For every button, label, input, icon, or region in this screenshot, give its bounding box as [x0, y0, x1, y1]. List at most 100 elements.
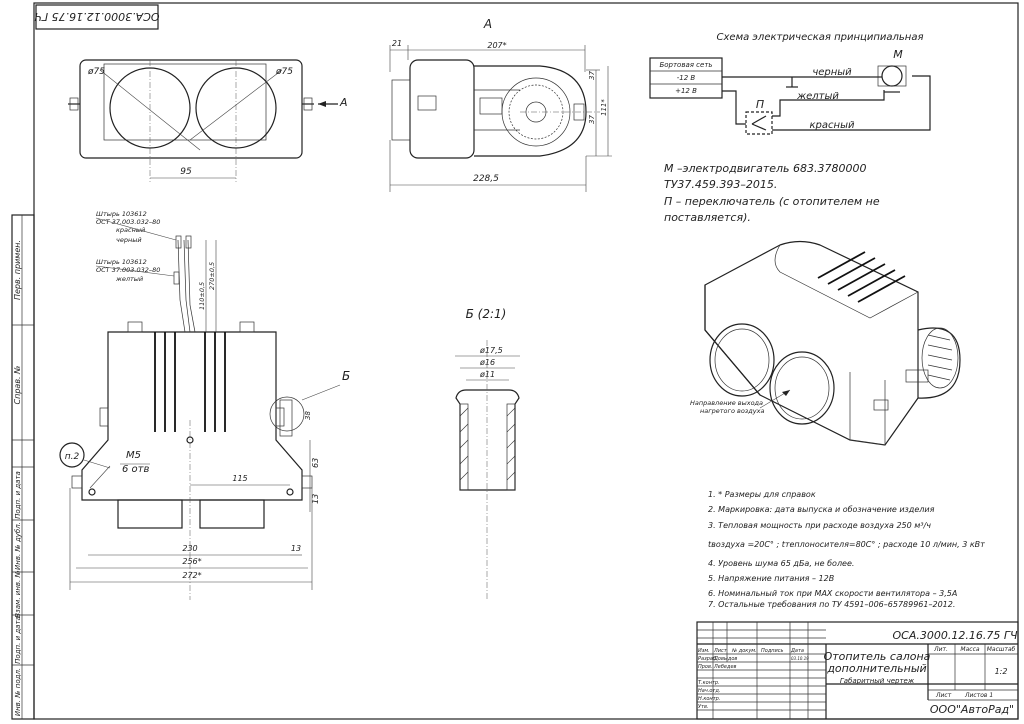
- strip-podp1: Подп. и дата: [14, 471, 22, 519]
- tb-doc-type: Габаритный чертеж: [840, 677, 915, 685]
- tb-col-date: Дата: [790, 648, 804, 654]
- top-dim-21: 21: [392, 39, 402, 48]
- tb-name1: Отопитель салона: [824, 650, 931, 663]
- top-dim-207: 207*: [487, 41, 506, 50]
- tb-prov-name: Лебедев: [713, 664, 737, 670]
- note-1: 1. * Размеры для справок: [708, 490, 816, 499]
- tb-utv: Утв.: [698, 704, 709, 710]
- tb-name2: дополнительный: [826, 662, 926, 675]
- strip-perv: Перв. примен.: [13, 240, 22, 300]
- front-dia-right: ø75: [275, 67, 293, 77]
- schematic-minus: -12 В: [677, 74, 696, 82]
- side-view: Штырь 103612 ОСТ 37.003.032–80 красный ч…: [59, 210, 350, 600]
- top-stamp: ОСА.3000.12.16.75 ГЧ: [34, 4, 160, 30]
- left-side-strip: Перв. примен. Справ. № Подп. и дата Инв.…: [11, 214, 35, 720]
- top-stamp-text: ОСА.3000.12.16.75 ГЧ: [34, 10, 159, 23]
- tb-col-doc: № докум.: [731, 648, 757, 654]
- electrical-schematic: Схема электрическая принципиальная Борто…: [649, 32, 931, 135]
- section-b: Б (2:1) ø17,5 ø16 ø11: [455, 307, 520, 600]
- strip-inv-podl: Инв. № подл.: [14, 668, 22, 716]
- schematic-wire-black: черный: [812, 67, 852, 78]
- front-dim-95: 95: [180, 167, 192, 177]
- tb-col-sign: Подпись: [761, 648, 784, 654]
- schematic-wire-yellow: желтый: [796, 91, 839, 102]
- strip-podp2: Подп. и дата: [14, 616, 22, 664]
- note-3: 3. Тепловая мощность при расходе воздуха…: [708, 521, 931, 530]
- schematic-net-title: Бортовая сеть: [659, 61, 712, 69]
- tb-sheets: Листов 1: [964, 692, 993, 699]
- schematic-title: Схема электрическая принципиальная: [717, 32, 924, 43]
- side-callout-b: Б: [342, 369, 350, 383]
- side-dim-272: 272*: [182, 571, 201, 580]
- tb-razrab-name: Довыдов: [713, 656, 737, 662]
- title-block: ОСА.3000.12.16.75 ГЧ Отопитель салона до…: [696, 621, 1019, 720]
- side-dim-270: 270±0,5: [208, 262, 216, 290]
- technical-notes: 1. * Размеры для справок 2. Маркировка: …: [708, 490, 985, 609]
- side-pin1: Штырь 103612: [96, 210, 147, 218]
- legend-line3: П – переключатель (с отопителем не: [664, 195, 880, 208]
- side-dim-63: 63: [311, 458, 320, 468]
- tb-designation: ОСА.3000.12.16.75 ГЧ: [892, 629, 1017, 642]
- isometric-view: Направление выхода нагретого воздуха: [690, 240, 961, 446]
- top-dim-37a: 37: [588, 71, 596, 80]
- tb-nach-otd: Нач.отд.: [698, 688, 720, 694]
- side-dim-13h: 13: [291, 544, 301, 553]
- strip-vzam: Взам. инв. №: [14, 570, 22, 618]
- tb-company: ООО"АвтоРад": [930, 703, 1014, 716]
- tb-sheet: Лист: [935, 692, 952, 699]
- side-bolts: 6 отв: [122, 464, 149, 475]
- note-6: 6. Номинальный ток при МАХ скорости вент…: [708, 589, 957, 598]
- side-dim-230: 230: [182, 544, 197, 553]
- iso-note1: Направление выхода: [690, 399, 763, 407]
- iso-note2: нагретого воздуха: [700, 407, 764, 415]
- side-callout-p2: п.2: [65, 452, 80, 462]
- side-black: черный: [116, 236, 142, 244]
- tb-col-list: Лист: [713, 648, 728, 654]
- note-3b: tвоздуха =20С° ; tтеплоносителя=80С° ; р…: [708, 540, 985, 549]
- legend-line2: ТУ37.459.393–2015.: [664, 178, 777, 191]
- tb-date1: 03.10.19: [791, 656, 809, 661]
- strip-sprav: Справ. №: [13, 366, 22, 405]
- tb-lit: Лит.: [933, 646, 948, 653]
- side-yellow: желтый: [115, 275, 143, 283]
- tb-mass: Масса: [960, 646, 979, 653]
- side-ost1: ОСТ 37.003.032–80: [96, 218, 160, 226]
- tb-prov: Пров.: [698, 664, 713, 670]
- schematic-motor-label: М: [893, 48, 903, 61]
- top-view-a: А 21 207* 37 37 111* 228,5: [389, 17, 612, 192]
- tb-scale-val: 1:2: [995, 667, 1008, 676]
- note-2: 2. Маркировка: дата выпуска и обозначени…: [708, 505, 935, 514]
- tb-col-izm: Изм.: [698, 648, 710, 654]
- schematic-switch-label: П: [756, 98, 764, 111]
- legend-line4: поставляется).: [664, 211, 751, 224]
- side-dim-256: 256*: [182, 557, 201, 566]
- schematic-wire-red: красный: [810, 120, 855, 131]
- section-b-title: Б (2:1): [466, 307, 507, 321]
- tb-scale: Масштаб: [987, 646, 1016, 653]
- legend-line1: М –электродвигатель 683.3780000: [664, 162, 867, 175]
- side-dim-38: 38: [304, 411, 312, 420]
- front-dia-left: ø75: [87, 67, 105, 77]
- side-red: красный: [116, 226, 145, 234]
- schematic-plus: +12 В: [675, 87, 697, 95]
- front-view: ø75 ø75 95 А: [68, 59, 348, 182]
- note-5: 5. Напряжение питания – 12В: [708, 574, 834, 583]
- side-dim-110: 110±0,5: [198, 282, 206, 310]
- legend: М –электродвигатель 683.3780000 ТУ37.459…: [664, 162, 880, 224]
- strip-inv-dubl: Инв. № дубл.: [14, 522, 22, 570]
- view-a-title: А: [483, 17, 492, 31]
- top-dim-228: 228,5: [473, 174, 499, 184]
- note-7: 7. Остальные требования по ТУ 4591–006–6…: [708, 600, 955, 609]
- section-d175: ø17,5: [479, 346, 503, 355]
- front-arrow-label: А: [339, 96, 348, 109]
- side-dim-13v: 13: [311, 494, 320, 504]
- side-m5: М5: [126, 450, 141, 461]
- tb-tkontr: Т.контр.: [698, 680, 720, 686]
- side-dim-115: 115: [232, 474, 247, 483]
- top-dim-37b: 37: [588, 115, 596, 124]
- tb-razrab: Разраб.: [698, 656, 718, 662]
- top-dim-111: 111*: [600, 99, 608, 116]
- note-4: 4. Уровень шума 65 дБа, не более.: [708, 559, 854, 568]
